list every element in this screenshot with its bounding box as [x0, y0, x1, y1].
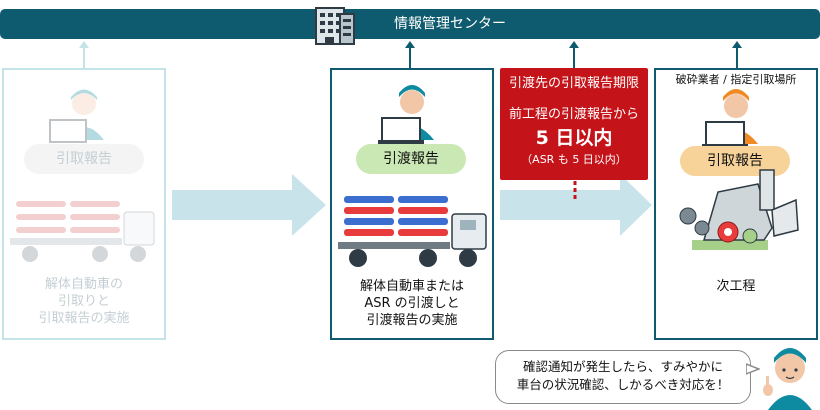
- desc-delivery-3: 引渡報告の実施: [366, 313, 458, 328]
- desc-collection-2: 引取りと: [57, 294, 110, 309]
- badge-collection-faded: 引取報告: [24, 144, 144, 174]
- speech-line-2: 車台の状況確認、しかるべき対応を！: [516, 377, 730, 392]
- speech-tail: [746, 363, 760, 375]
- desc-delivery-2: ASR の引渡しと: [364, 296, 460, 311]
- desc-collection-3: 引取報告の実施: [38, 311, 130, 326]
- flow-arrow-1: [172, 174, 326, 236]
- info-center-bar: [0, 9, 820, 39]
- upward-arrows: [79, 41, 742, 68]
- up-arrow-1: [79, 41, 89, 68]
- carrier-truck-faded: [10, 201, 155, 262]
- deadline-days: 5 日以内: [535, 127, 613, 149]
- up-arrow-2: [405, 41, 415, 68]
- desc-delivery-1: 解体自動車または: [359, 279, 464, 294]
- info-center-title: 情報管理センター: [394, 16, 506, 32]
- deadline-title: 引渡先の引取報告期限: [508, 76, 639, 91]
- shredder-machine-icon: [679, 169, 799, 250]
- deadline-from: 前工程の引渡報告から: [508, 107, 639, 122]
- building-icon: [315, 7, 355, 45]
- shredder-label: 破砕業者 / 指定引取場所: [675, 73, 797, 86]
- up-arrow-4: [732, 41, 742, 68]
- speech-line-1: 確認通知が発生したら、すみやかに: [522, 359, 723, 374]
- worker-laptop-icon: [378, 85, 434, 144]
- desc-next-process: 次工程: [716, 279, 756, 294]
- worker-laptop-icon: [49, 89, 104, 143]
- up-arrow-3: [569, 41, 579, 68]
- badge-delivery: 引渡報告: [356, 144, 466, 174]
- worker-laptop-orange-icon: [702, 89, 758, 148]
- carrier-truck: [338, 196, 487, 267]
- deadline-asr: （ASR も 5 日以内）: [521, 153, 627, 166]
- desc-collection-1: 解体自動車の: [44, 277, 123, 292]
- flow-arrow-2: [500, 174, 652, 236]
- deadline-box: 引渡先の引取報告期限 前工程の引渡報告から 5 日以内 （ASR も 5 日以内…: [500, 68, 648, 180]
- panel-collection-faded: [2, 68, 166, 340]
- pointing-worker-icon: [763, 348, 812, 410]
- speech-bubble: 確認通知が発生したら、すみやかに 車台の状況確認、しかるべき対応を！: [495, 350, 751, 404]
- dotted-connector: [573, 174, 577, 199]
